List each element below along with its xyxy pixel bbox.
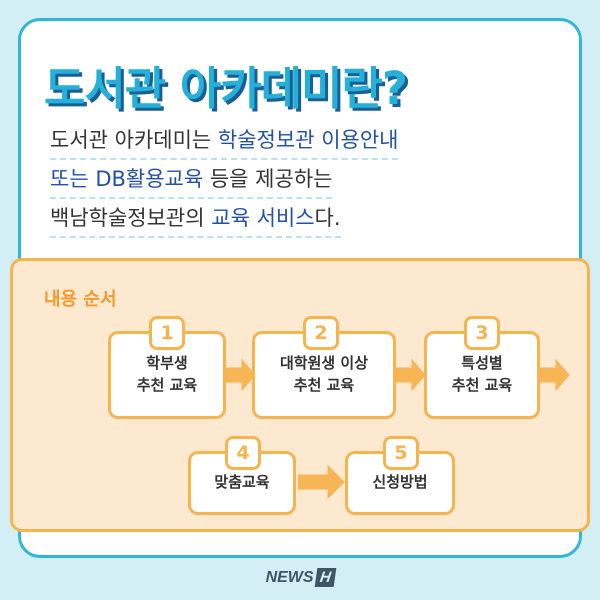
- news-logo: NEWS H: [0, 568, 600, 587]
- step-2-label: 대학원생 이상 추천 교육: [279, 354, 369, 394]
- step-5-number: 5: [383, 436, 419, 470]
- description-highlight: 교육 서비스: [211, 206, 315, 230]
- description-line-3: 백남학술정보관의 교육 서비스다.: [50, 202, 341, 238]
- step-4-label: 맞춤교육: [214, 473, 270, 492]
- news-logo-h: H: [314, 568, 336, 587]
- step-3-label: 특성별 추천 교육: [451, 354, 513, 394]
- step-3-number: 3: [464, 316, 500, 350]
- arrow-right-icon: [396, 358, 426, 392]
- arrow-right-icon: [538, 358, 570, 392]
- description-line-1: 도서관 아카데미는 학술정보관 이용안내: [50, 124, 399, 160]
- headline: 도서관 아카데미란?: [44, 62, 408, 115]
- step-4-number: 4: [225, 436, 261, 470]
- step-4-box: 맞춤교육: [188, 451, 296, 515]
- arrow-right-icon: [298, 464, 345, 500]
- description-highlight: 학술정보관 이용안내: [217, 128, 399, 152]
- description-line-2: 또는 DB활용교육 등을 제공하는: [50, 163, 333, 199]
- step-2-number: 2: [303, 316, 339, 350]
- arrow-right-icon: [226, 358, 256, 392]
- news-logo-text: NEWS: [265, 568, 314, 586]
- description-text: 다.: [314, 206, 341, 230]
- description-text: 도서관 아카데미는: [50, 128, 218, 152]
- description-text: 백남학술정보관의: [50, 206, 212, 230]
- description-highlight: 또는 DB활용교육: [50, 167, 204, 191]
- description-text: 등을 제공하는: [203, 167, 333, 191]
- process-section-label: 내용 순서: [44, 289, 117, 310]
- step-5-label: 신청방법: [372, 473, 428, 492]
- step-1-number: 1: [149, 316, 185, 350]
- step-1-label: 학부생 추천 교육: [136, 354, 198, 394]
